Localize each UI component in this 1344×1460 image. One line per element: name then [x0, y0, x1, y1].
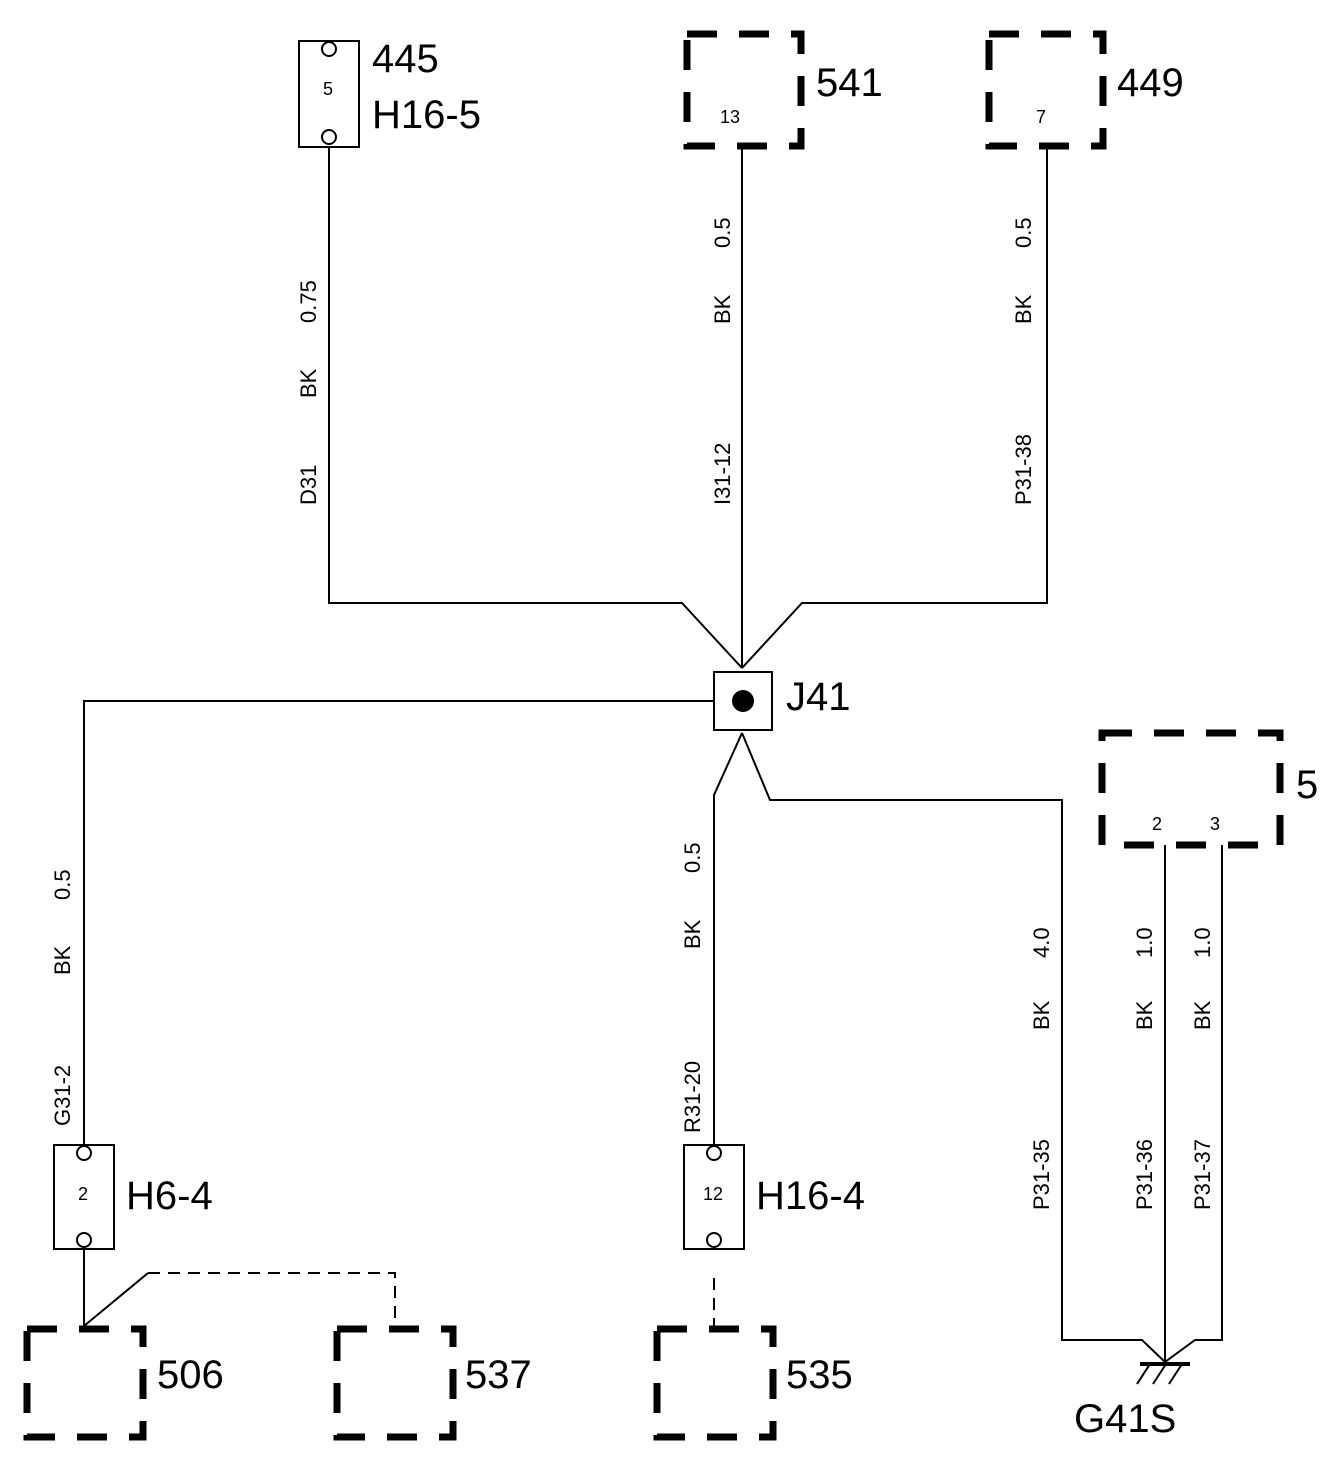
- pin-circle: [76, 1232, 92, 1248]
- connector-h6-4[interactable]: [53, 1144, 115, 1250]
- wire-size-label: 4.0: [1029, 927, 1054, 958]
- component-535-box[interactable]: [653, 1325, 777, 1441]
- component-506-label: 506: [157, 1353, 224, 1397]
- wire-p31-37[interactable]: [1164, 845, 1223, 1363]
- component-449-label: 449: [1117, 61, 1184, 105]
- component-right-label-partial: 5: [1296, 763, 1318, 807]
- pin-circle: [321, 129, 337, 145]
- junction-j41-label: J41: [786, 675, 851, 719]
- wire-circuit-label: R31-20: [680, 1061, 705, 1133]
- wire-color-label: BK: [1132, 1000, 1157, 1030]
- component-445-label: 445: [372, 37, 439, 81]
- splice-dot-icon: [732, 690, 754, 712]
- ground-g41s-label: G41S: [1074, 1397, 1176, 1441]
- dashed-wire-group: [148, 1272, 715, 1326]
- wire-h6-4-to-506[interactable]: [83, 1250, 149, 1327]
- ground-icon[interactable]: [1136, 1362, 1190, 1385]
- connector-h16-4-label: H16-4: [756, 1174, 865, 1218]
- wire-size-label: 1.0: [1190, 927, 1215, 958]
- dashed-wire-506-537[interactable]: [148, 1272, 396, 1326]
- pin-number: 13: [720, 107, 740, 127]
- wire-circuit-label: G31-2: [50, 1065, 75, 1126]
- wire-color-label: BK: [1011, 294, 1036, 324]
- wire-size-label: 0.75: [296, 280, 321, 323]
- pin-number: 3: [1210, 814, 1220, 834]
- wire-color-label: BK: [296, 368, 321, 398]
- wire-d31[interactable]: [328, 147, 743, 669]
- wire-g31-2[interactable]: [83, 700, 714, 1145]
- connector-h6-4-label: H6-4: [126, 1174, 213, 1218]
- pin-circle: [76, 1145, 92, 1161]
- junction-j41[interactable]: [713, 671, 773, 731]
- wire-size-label: 0.5: [710, 217, 735, 248]
- wire-size-label: 0.5: [680, 842, 705, 873]
- wire-color-label: BK: [50, 945, 75, 975]
- wire-circuit-label: P31-35: [1029, 1139, 1054, 1210]
- wire-circuit-label: P31-38: [1011, 434, 1036, 505]
- component-449-box[interactable]: [985, 30, 1107, 150]
- wire-color-label: BK: [1029, 1000, 1054, 1030]
- pin-number: 5: [323, 79, 333, 99]
- pin-circle: [706, 1232, 722, 1248]
- component-537-label: 537: [465, 1353, 532, 1397]
- pin-number: 2: [78, 1184, 88, 1204]
- pin-number: 12: [703, 1184, 723, 1204]
- wire-circuit-label: P31-37: [1190, 1139, 1215, 1210]
- component-506-box[interactable]: [23, 1325, 147, 1441]
- wire-group: [83, 147, 1223, 1363]
- pin-number: 2: [1152, 814, 1162, 834]
- pin-number: 7: [1036, 107, 1046, 127]
- pin-circle: [321, 41, 337, 57]
- wire-color-label: BK: [1190, 1000, 1215, 1030]
- wire-circuit-label: D31: [296, 465, 321, 505]
- connector-h16-4[interactable]: [683, 1144, 745, 1250]
- pin-circle: [706, 1145, 722, 1161]
- component-535-label: 535: [786, 1353, 853, 1397]
- wire-circuit-label: I31-12: [710, 443, 735, 505]
- wire-circuit-label: P31-36: [1132, 1139, 1157, 1210]
- wire-size-label: 0.5: [1011, 217, 1036, 248]
- component-541-label: 541: [816, 61, 883, 105]
- connector-h16-5-label: H16-5: [372, 93, 481, 137]
- wire-p31-35[interactable]: [741, 732, 1166, 1363]
- wire-color-label: BK: [680, 919, 705, 949]
- component-541-box[interactable]: [683, 30, 805, 150]
- connector-h16-5[interactable]: [298, 40, 360, 148]
- wire-p31-38[interactable]: [741, 147, 1048, 669]
- wire-color-label: BK: [710, 294, 735, 324]
- wire-size-label: 1.0: [1132, 927, 1157, 958]
- wire-size-label: 0.5: [50, 869, 75, 900]
- component-right-box[interactable]: [1098, 729, 1284, 849]
- component-537-box[interactable]: [333, 1325, 457, 1441]
- wire-r31-20[interactable]: [713, 732, 743, 1145]
